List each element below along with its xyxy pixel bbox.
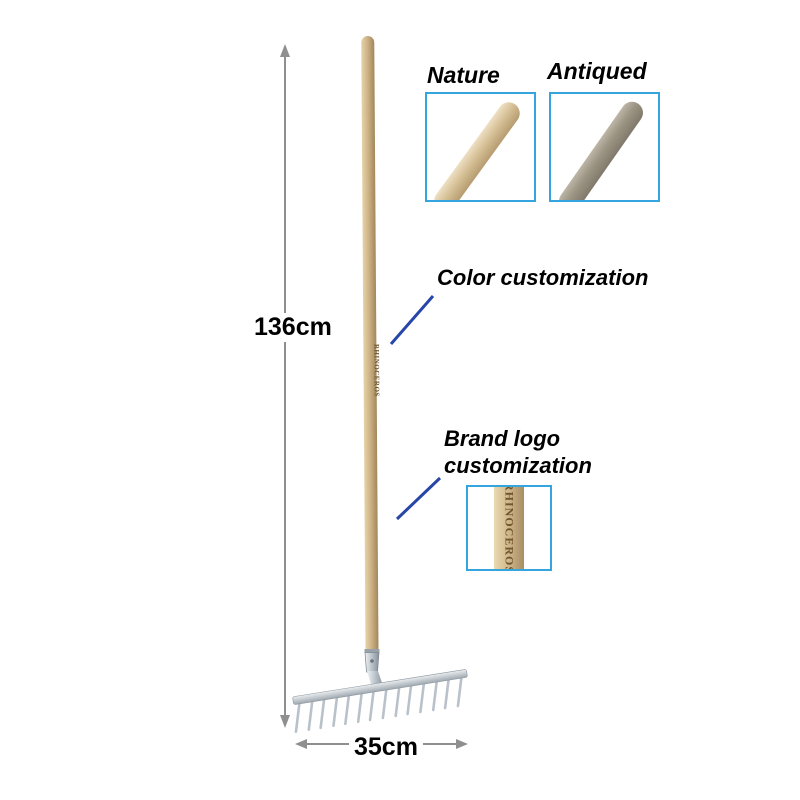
brand-handle-closeup	[494, 487, 524, 569]
rake-handle: RHINOCEROS	[361, 36, 381, 655]
nature-swatch-box	[425, 92, 536, 202]
antiqued-swatch-box	[549, 92, 660, 202]
antiqued-label: Antiqued	[547, 58, 647, 84]
brand-customization-line1: Brand logo	[444, 426, 561, 451]
brand-closeup-box: RHINOCEROS	[466, 485, 552, 571]
brand-closeup-text: RHINOCEROS	[502, 485, 517, 571]
brand-customization-label: Brand logo customization	[444, 425, 684, 479]
antiqued-handle-sample	[554, 97, 648, 200]
height-dimension-label: 136cm	[249, 313, 337, 342]
rake-head	[292, 669, 468, 733]
nature-label: Nature	[427, 62, 500, 88]
color-customization-label: Color customization	[437, 265, 649, 290]
brand-customization-line2: customization	[444, 453, 592, 478]
nature-handle-sample	[429, 97, 525, 200]
handle-brand-text: RHINOCEROS	[372, 344, 380, 397]
brand-callout-line	[395, 476, 442, 521]
width-dimension-label: 35cm	[349, 733, 423, 762]
height-arrow	[280, 44, 290, 728]
color-callout-line	[389, 295, 435, 345]
